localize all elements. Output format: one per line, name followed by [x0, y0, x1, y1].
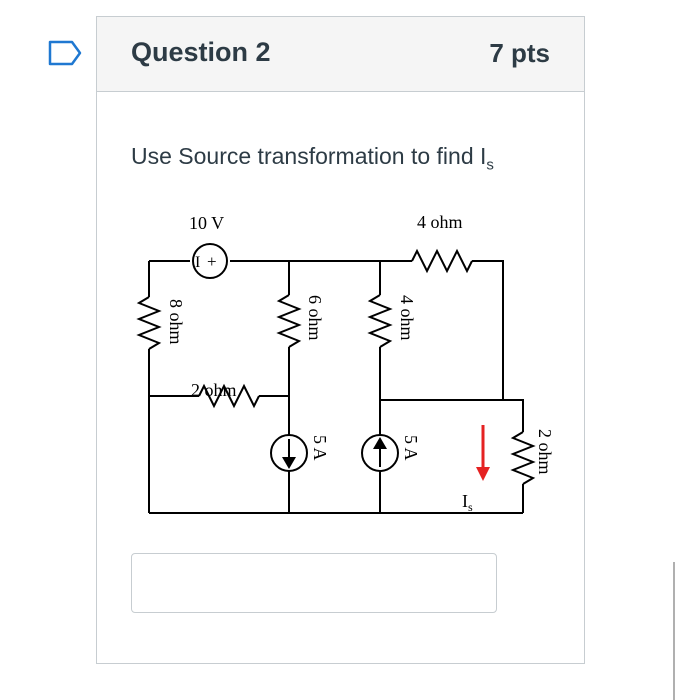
- res-left-label: 8 ohm: [166, 299, 186, 345]
- flag-icon[interactable]: [48, 40, 82, 66]
- svg-text:I: I: [195, 254, 200, 271]
- res-top-right-label: 4 ohm: [417, 212, 463, 232]
- current-source-2-label: 5 A: [401, 435, 421, 461]
- voltage-source-label: 10 V: [189, 213, 224, 233]
- current-source-1-label: 5 A: [310, 435, 330, 461]
- question-points: 7 pts: [489, 38, 550, 68]
- question-card: Question 2 7 pts Use Source transformati…: [96, 16, 585, 664]
- svg-text:+: +: [207, 252, 217, 271]
- circuit-diagram: I + 10 V 4 ohm 2 ohm 8 ohm 6 ohm 4 ohm 5…: [136, 212, 555, 514]
- res-far-right-label: 2 ohm: [535, 429, 555, 475]
- current-label: Is: [462, 491, 473, 514]
- question-text: Use Source transformation to find Is: [131, 143, 494, 174]
- res-bottom-left-label: 2 ohm: [191, 380, 237, 400]
- question-header: Question 2 7 pts: [97, 17, 584, 92]
- question-title: Question 2: [131, 37, 271, 67]
- scrollbar[interactable]: [673, 562, 675, 700]
- res-right-vertical-label: 4 ohm: [397, 295, 417, 341]
- answer-input[interactable]: [131, 553, 497, 613]
- res-mid-label: 6 ohm: [305, 295, 325, 341]
